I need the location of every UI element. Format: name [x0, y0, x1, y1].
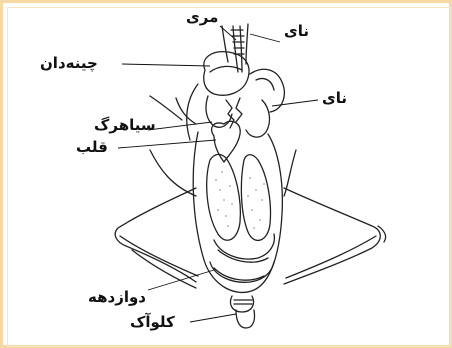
- label-crop: چینه‌دان: [40, 56, 98, 71]
- label-esophagus: مری: [186, 10, 218, 25]
- liver-right-lobe: [241, 155, 270, 241]
- leader-trachea-right: [272, 100, 318, 106]
- left-body-outline: [187, 84, 198, 140]
- leader-crop: [122, 64, 210, 66]
- label-vena-cava: سیاهرگ: [94, 118, 156, 133]
- body-outline: [193, 132, 282, 292]
- label-trachea-right: نای: [322, 91, 347, 106]
- liver-left-lobe: [207, 154, 241, 240]
- label-heart: قلب: [76, 140, 108, 155]
- neck-left-edge: [222, 26, 228, 62]
- label-cloaca: کلوآک: [130, 315, 175, 330]
- trachea-tube: [233, 26, 238, 72]
- label-trachea-top: نای: [284, 24, 309, 39]
- leader-cloaca: [190, 314, 236, 322]
- right-wing: [284, 188, 380, 284]
- left-wing: [115, 188, 196, 282]
- neck-right-edge: [246, 24, 248, 64]
- leader-vena-cava: [148, 122, 212, 130]
- leader-trachea-top: [250, 34, 280, 42]
- leader-heart: [118, 140, 216, 148]
- label-duodenum: دوازدهه: [88, 290, 146, 305]
